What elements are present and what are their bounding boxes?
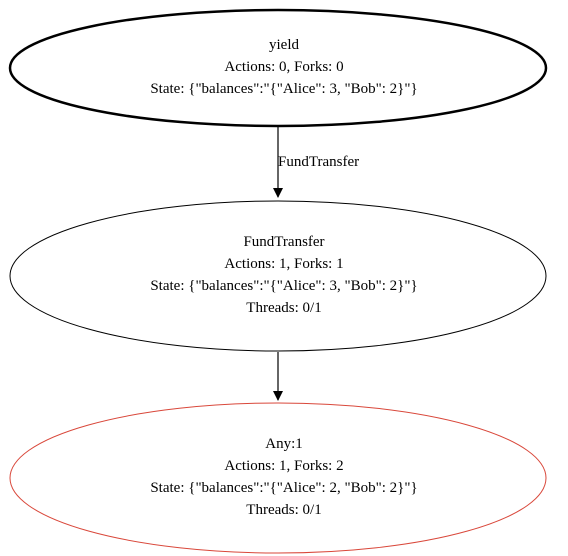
node-threads: Threads: 0/1: [246, 502, 322, 518]
node-any1-label: Any:1 Actions: 1, Forks: 2 State: {"bala…: [0, 433, 568, 521]
node-state: State: {"balances":"{"Alice": 2, "Bob": …: [150, 480, 418, 496]
node-actions-forks: Actions: 1, Forks: 1: [224, 256, 344, 272]
node-title: yield: [269, 37, 299, 53]
node-state: State: {"balances":"{"Alice": 3, "Bob": …: [150, 278, 418, 294]
node-any1-ellipse[interactable]: [9, 402, 547, 554]
node-fundtransfer-ellipse[interactable]: [9, 200, 547, 352]
node-actions-forks: Actions: 1, Forks: 2: [224, 458, 344, 474]
node-state: State: {"balances":"{"Alice": 3, "Bob": …: [150, 81, 418, 97]
node-threads: Threads: 0/1: [246, 300, 322, 316]
node-title: FundTransfer: [243, 234, 325, 250]
node-fundtransfer-label: FundTransfer Actions: 1, Forks: 1 State:…: [0, 231, 568, 319]
edge-label-fundtransfer: FundTransfer: [278, 154, 360, 170]
node-yield-label: yield Actions: 0, Forks: 0 State: {"bala…: [0, 34, 568, 100]
node-actions-forks: Actions: 0, Forks: 0: [224, 59, 344, 75]
node-title: Any:1: [265, 436, 303, 452]
node-yield-ellipse[interactable]: [8, 8, 548, 128]
